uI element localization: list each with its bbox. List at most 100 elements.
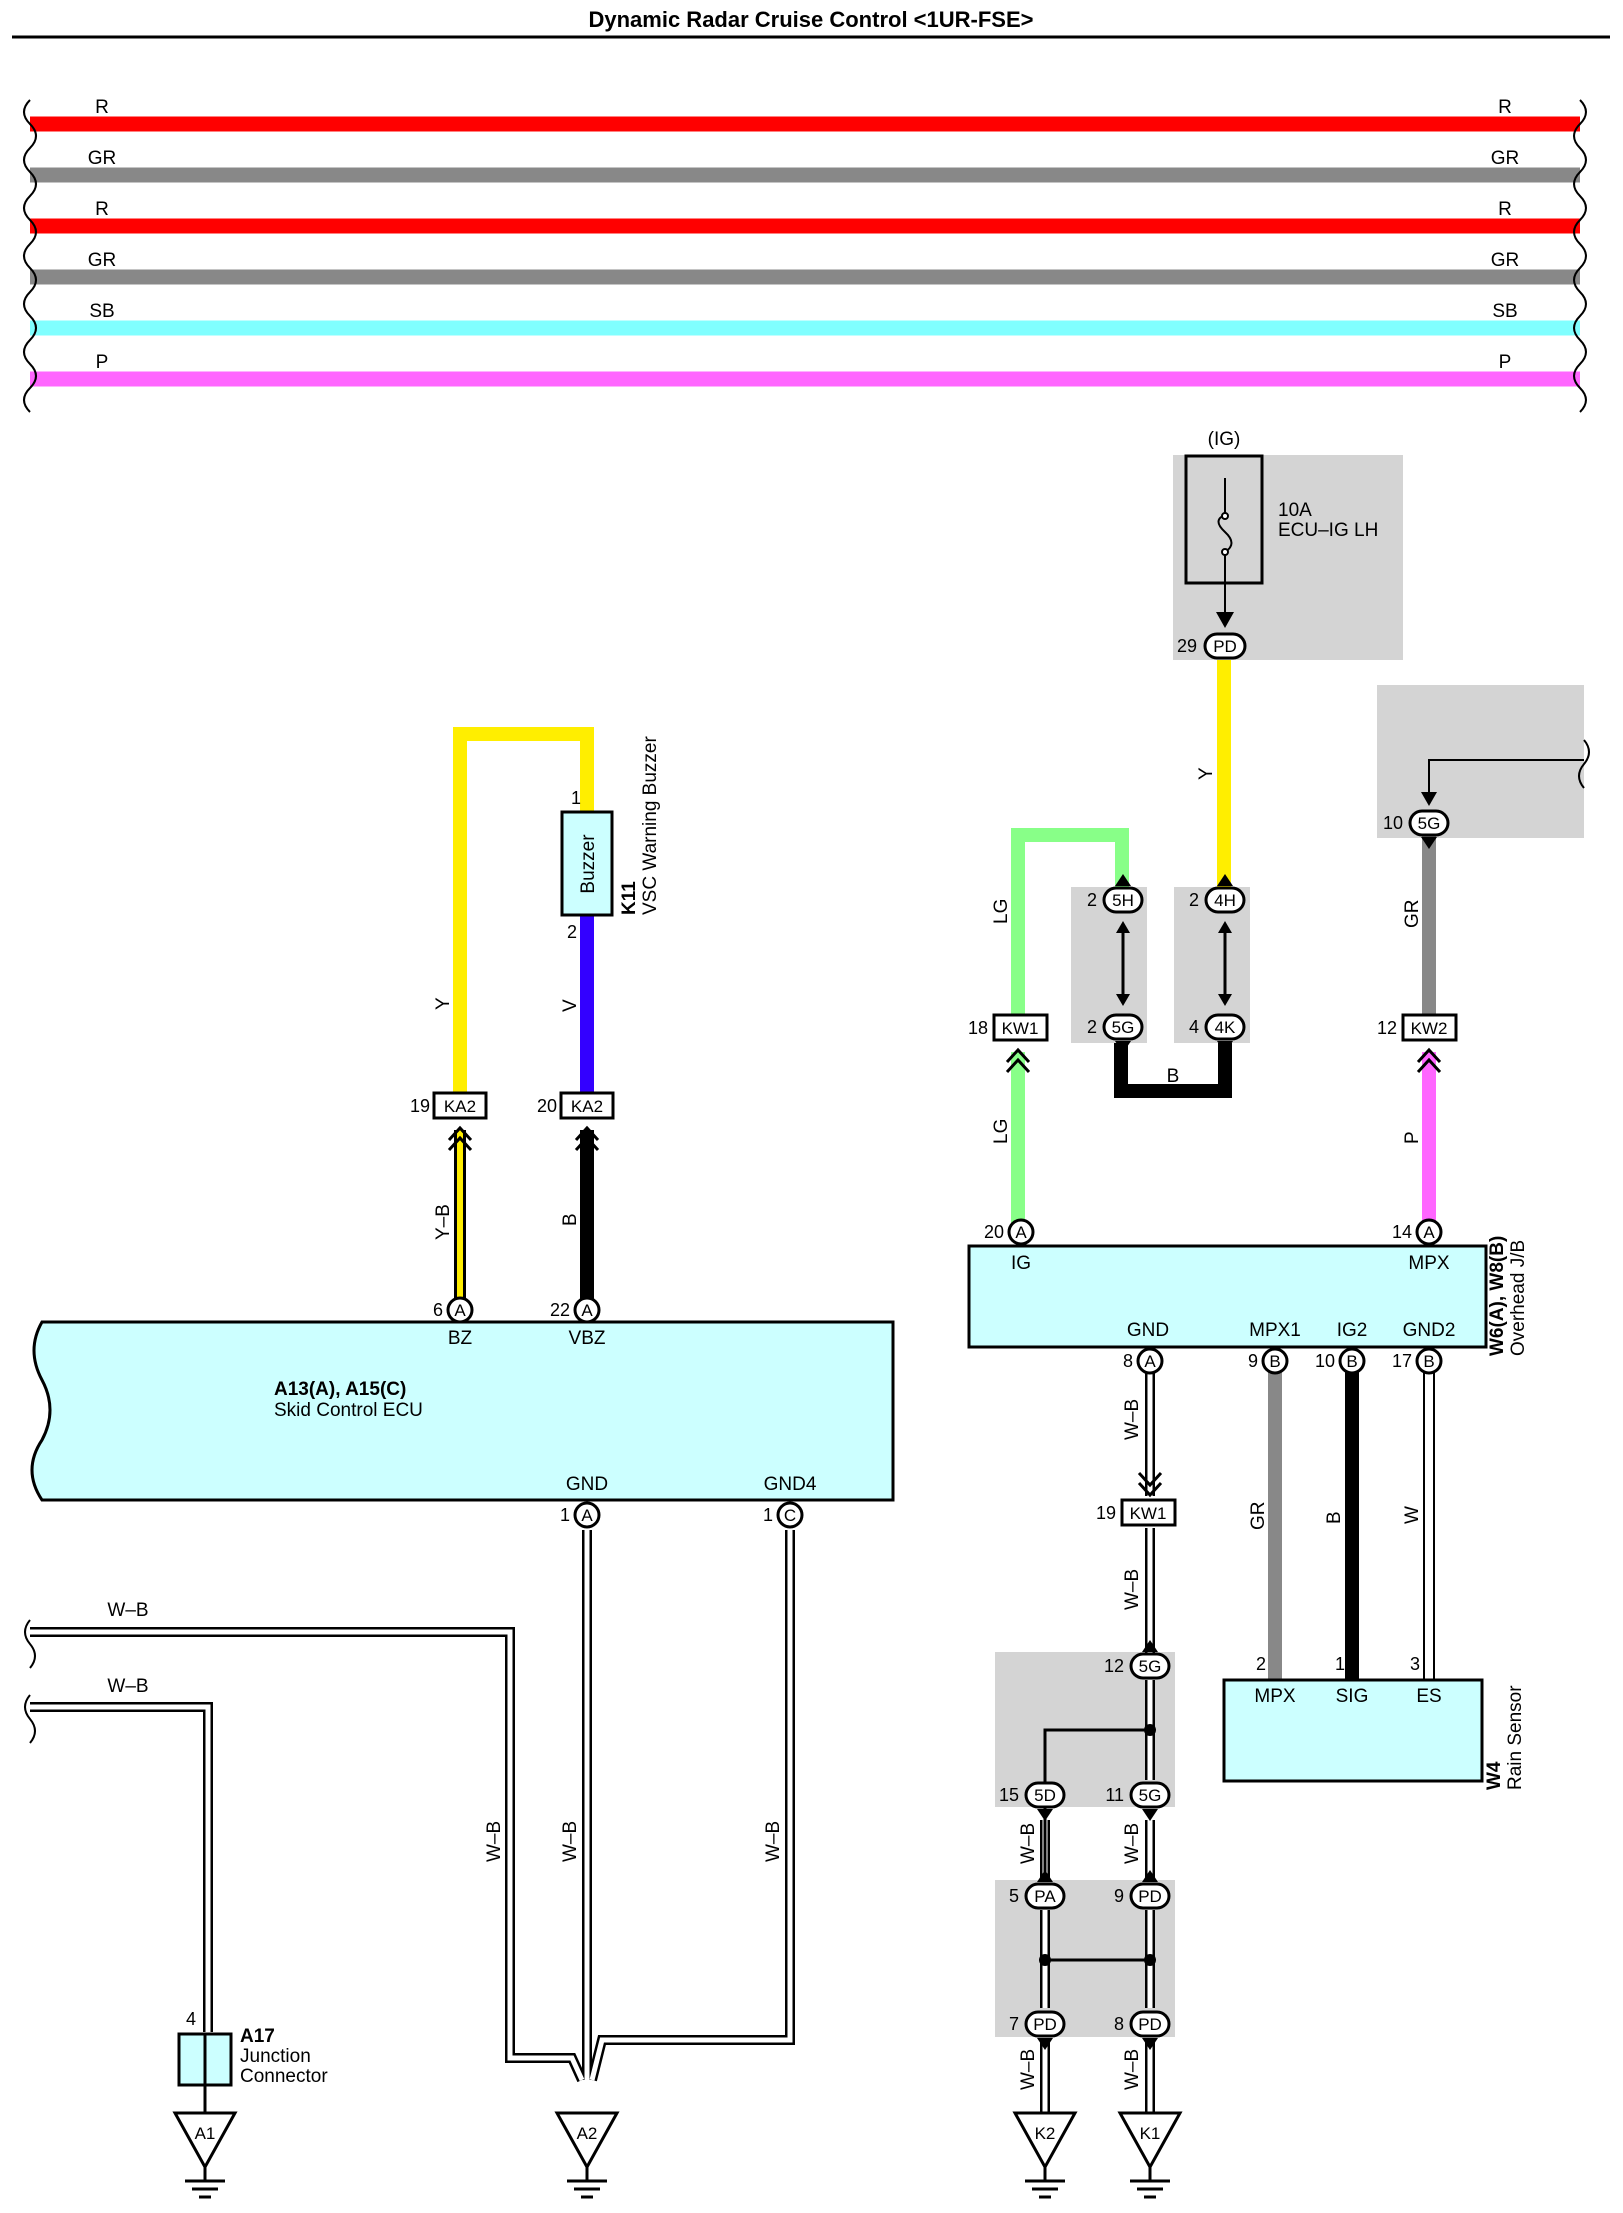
jb-connector: 4K 4 (1189, 1013, 1246, 1053)
overhead-jb-code: W6(A), W8(B) (1487, 1236, 1508, 1356)
jb-connector: PA5 (1009, 1870, 1066, 1910)
terminal: A 14 (1392, 1218, 1443, 1246)
svg-text:LG: LG (991, 1119, 1012, 1144)
svg-text:W: W (1402, 1506, 1423, 1524)
svg-text:12: 12 (1104, 1656, 1124, 1676)
svg-text:A2: A2 (577, 2124, 598, 2143)
svg-text:GR: GR (1248, 1502, 1269, 1531)
svg-text:W–B: W–B (484, 1821, 505, 1862)
bus-wire-label: GR (88, 250, 117, 271)
svg-text:A: A (1423, 1223, 1435, 1242)
bus-wire-label: GR (1491, 148, 1520, 169)
jb-connector: PD8 (1114, 2010, 1171, 2050)
rain-sensor-code: W4 (1484, 1761, 1505, 1790)
ground-symbol: K1 (1117, 2111, 1183, 2199)
jb-term-name: GND (1127, 1320, 1169, 1341)
terminal: B 10 (1315, 1347, 1366, 1375)
svg-text:W–B: W–B (1122, 2049, 1143, 2090)
fuse-pin: PD 29 (1177, 632, 1247, 660)
svg-text:6: 6 (433, 1300, 443, 1320)
svg-text:B: B (1423, 1352, 1434, 1371)
svg-text:7: 7 (1009, 2014, 1019, 2034)
svg-text:B: B (560, 1213, 581, 1226)
svg-text:2: 2 (1087, 890, 1097, 910)
svg-text:B: B (1269, 1352, 1280, 1371)
svg-text:5G: 5G (1418, 814, 1441, 833)
svg-text:11: 11 (1105, 1785, 1124, 1805)
svg-text:8: 8 (1123, 1351, 1133, 1371)
bus-wire-label: P (1499, 352, 1512, 373)
fuse-rating: 10A (1278, 500, 1312, 521)
svg-text:PD: PD (1213, 637, 1237, 656)
rain-sensor: W4 Rain Sensor MPX SIG ES 2 1 3 (1222, 1654, 1526, 1790)
ground-symbol: K2 (1012, 2111, 1078, 2199)
fuse-supply-label: (IG) (1208, 429, 1241, 450)
svg-text:20: 20 (537, 1096, 557, 1116)
svg-text:MPX: MPX (1254, 1686, 1296, 1707)
svg-text:KA2: KA2 (444, 1097, 476, 1116)
bus-wire-label: SB (89, 301, 114, 322)
fuse-element (1217, 478, 1233, 615)
svg-text:A1: A1 (195, 2124, 216, 2143)
jb-connector: 5G2 (1087, 1013, 1144, 1053)
rain-sensor-name: Rain Sensor (1505, 1685, 1526, 1790)
skid-ecu-name: Skid Control ECU (274, 1400, 423, 1421)
break-mark-right (1573, 99, 1587, 413)
svg-text:4: 4 (1189, 1017, 1199, 1037)
bus-wire-label: R (1498, 97, 1512, 118)
skid-ecu-term-name: GND4 (764, 1474, 817, 1495)
connector-ka2-19: KA2 19 (410, 1091, 488, 1152)
svg-text:ES: ES (1416, 1686, 1441, 1707)
svg-text:A17: A17 (240, 2026, 275, 2047)
svg-text:PD: PD (1033, 2015, 1057, 2034)
buzzer-name: VSC Warning Buzzer (640, 736, 661, 915)
svg-text:B: B (1346, 1352, 1357, 1371)
svg-text:19: 19 (1096, 1503, 1116, 1523)
svg-text:KW1: KW1 (1130, 1504, 1167, 1523)
jb-term-name: MPX (1408, 1253, 1450, 1274)
jb-connector: PD9 (1114, 1870, 1171, 1910)
svg-text:2: 2 (1189, 890, 1199, 910)
svg-text:5H: 5H (1112, 891, 1134, 910)
grounds: A1 A2 K2 K1 (172, 2111, 1183, 2199)
svg-text:PD: PD (1138, 2015, 1162, 2034)
skid-control-ecu: A13(A), A15(C) Skid Control ECU BZ VBZ G… (30, 1320, 895, 1502)
svg-text:W–B: W–B (107, 1676, 148, 1697)
bus-wire-label: GR (88, 148, 117, 169)
jb-term-name: GND2 (1403, 1320, 1456, 1341)
svg-text:29: 29 (1177, 636, 1197, 656)
svg-text:1: 1 (1335, 1654, 1345, 1674)
svg-text:5G: 5G (1139, 1657, 1162, 1676)
svg-text:5D: 5D (1034, 1786, 1056, 1805)
svg-text:W–B: W–B (763, 1821, 784, 1862)
svg-text:19: 19 (410, 1096, 430, 1116)
svg-text:4K: 4K (1215, 1018, 1236, 1037)
svg-text:V: V (560, 999, 581, 1012)
terminal: A22 (550, 1296, 601, 1324)
bus-wire-6: P P (30, 352, 1580, 387)
bus-wires: R R GR GR R R GR GR SB SB P P (23, 97, 1587, 413)
svg-text:2: 2 (1087, 1017, 1097, 1037)
terminal: A1 (560, 1501, 601, 1529)
svg-text:Y: Y (1196, 767, 1217, 780)
svg-text:Y: Y (433, 997, 454, 1010)
buzzer-body-label: Buzzer (578, 834, 599, 894)
svg-text:P: P (1402, 1131, 1423, 1144)
connector-kw2-12: KW2 12 (1377, 1013, 1458, 1074)
svg-text:A: A (454, 1301, 466, 1320)
skid-ecu-term-name: VBZ (569, 1328, 606, 1349)
svg-text:1: 1 (560, 1505, 570, 1525)
svg-text:10: 10 (1315, 1351, 1335, 1371)
bus-wire-4: GR GR (30, 250, 1580, 285)
svg-text:KW1: KW1 (1002, 1019, 1039, 1038)
vsc-warning-buzzer: Buzzer 1 2 K11 VSC Warning Buzzer (560, 736, 661, 942)
svg-text:14: 14 (1392, 1222, 1412, 1242)
bus-wire-label: R (1498, 199, 1512, 220)
svg-text:W–B: W–B (1122, 1823, 1143, 1864)
ground-symbol: A1 (172, 2111, 238, 2199)
svg-text:15: 15 (999, 1785, 1019, 1805)
svg-text:GR: GR (1402, 900, 1423, 929)
